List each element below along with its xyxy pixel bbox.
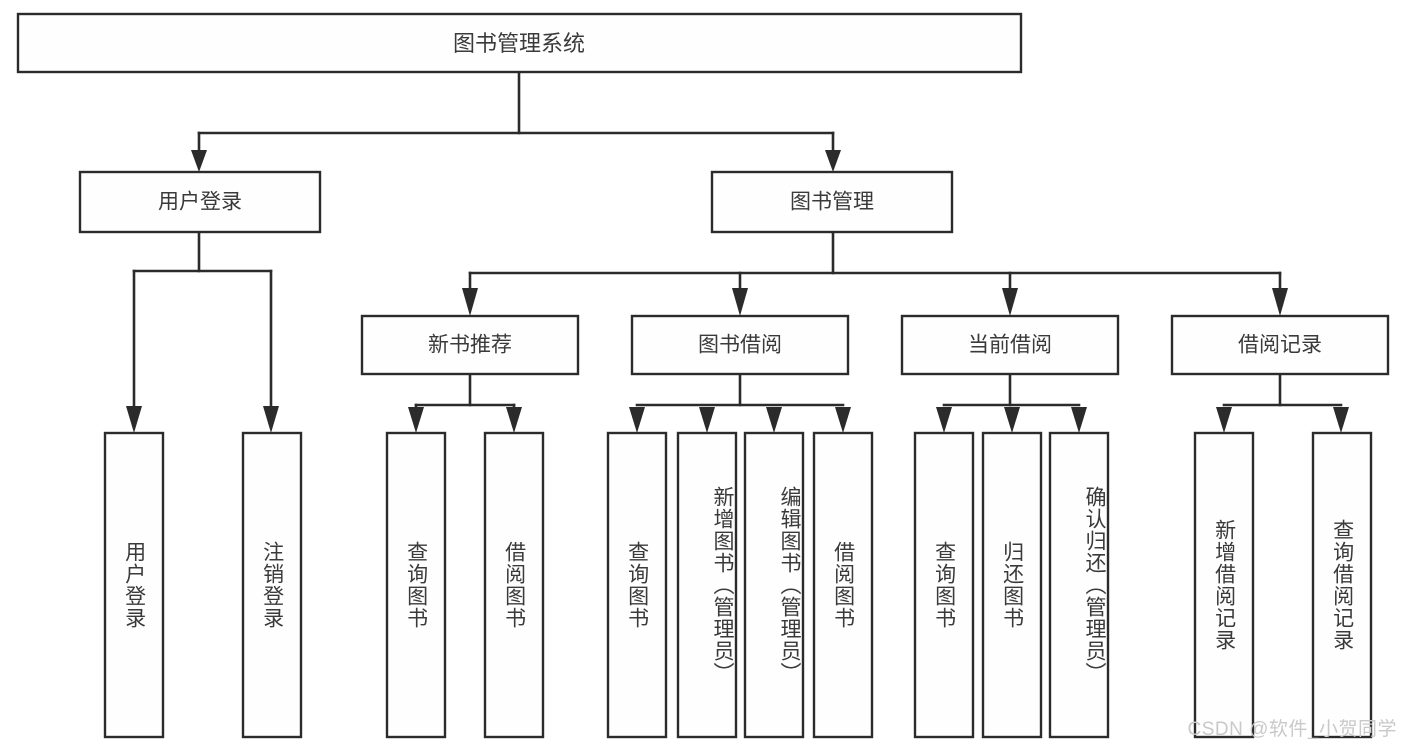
node-borrow-record-box[interactable] [1170,314,1390,376]
node-leaf-add-book-box[interactable] [676,431,738,739]
arrowhead-leaf-edit-book [766,407,782,433]
node-leaf-user-login-box[interactable] [103,431,165,739]
arrowhead-new-book-rec [462,288,478,316]
node-book-manage-label: 图书管理 [790,191,874,214]
connector-group-root [191,70,841,172]
arrowhead-leaf-add-book [699,407,715,433]
connector-group-book-borrow [629,372,851,433]
arrowhead-borrow-record [1272,288,1288,316]
connector-group-current-borrow [936,372,1087,433]
node-new-book-rec[interactable]: 新书推荐 [360,314,580,376]
node-leaf-borrow-book-1-box[interactable] [483,431,545,739]
connector-group-user-login [126,230,279,433]
node-leaf-logout-box[interactable] [241,431,303,739]
arrowhead-leaf-confirm-return [1071,407,1087,433]
arrowhead-book-manage [825,150,841,172]
arrowhead-leaf-add-record [1216,407,1232,433]
node-new-book-rec-label: 新书推荐 [428,334,512,357]
node-leaf-confirm-return-box[interactable] [1048,431,1110,739]
csdn-watermark: CSDN @软件_小贺同学 [1187,719,1397,740]
node-current-borrow-label: 当前借阅 [968,334,1052,357]
arrowhead-leaf-borrow-book-1 [506,407,522,433]
node-current-borrow-box[interactable] [900,314,1120,376]
node-leaf-borrow-book-2-box[interactable] [812,431,874,739]
node-book-borrow-label: 图书借阅 [698,334,782,357]
node-new-book-rec-box[interactable] [360,314,580,376]
node-book-borrow[interactable]: 图书借阅 [630,314,850,376]
arrowhead-leaf-user-login [126,406,142,433]
node-borrow-record-label: 借阅记录 [1238,334,1322,357]
node-leaf-edit-book-box[interactable] [743,431,805,739]
connector-group-book-manage [462,230,1288,316]
arrowhead-leaf-return-book [1004,407,1020,433]
node-book-manage[interactable]: 图书管理 [710,170,954,234]
node-user-login[interactable]: 用户登录 [78,170,322,234]
arrowhead-current-borrow [1002,288,1018,316]
node-current-borrow[interactable]: 当前借阅 [900,314,1120,376]
arrowhead-leaf-query-book-3 [936,407,952,433]
node-user-login-label: 用户登录 [158,191,242,214]
node-book-manage-box[interactable] [710,170,954,234]
arrowhead-book-borrow [732,288,748,316]
node-root-box[interactable] [16,12,1023,74]
arrowhead-leaf-query-record [1333,407,1349,433]
node-leaf-add-record-box[interactable] [1193,431,1255,739]
node-book-borrow-box[interactable] [630,314,850,376]
arrowhead-leaf-query-book-2 [629,407,645,433]
node-leaf-return-book-box[interactable] [981,431,1043,739]
node-leaf-query-record-box[interactable] [1311,431,1373,739]
arrowhead-user-login [191,150,207,172]
arrowhead-leaf-borrow-book-2 [835,407,851,433]
connector-group-borrow-record [1216,372,1349,433]
node-root-label: 图书管理系统 [453,31,585,56]
node-leaf-query-book-1-box[interactable] [385,431,447,739]
arrowhead-leaf-logout [263,406,279,433]
node-leaf-query-book-2-box[interactable] [606,431,668,739]
node-user-login-box[interactable] [78,170,322,234]
arrowhead-leaf-query-book-1 [408,407,424,433]
node-borrow-record[interactable]: 借阅记录 [1170,314,1390,376]
connector-group-new-book-rec [408,372,522,433]
node-root[interactable]: 图书管理系统 [16,12,1023,74]
node-leaf-query-book-3-box[interactable] [913,431,975,739]
